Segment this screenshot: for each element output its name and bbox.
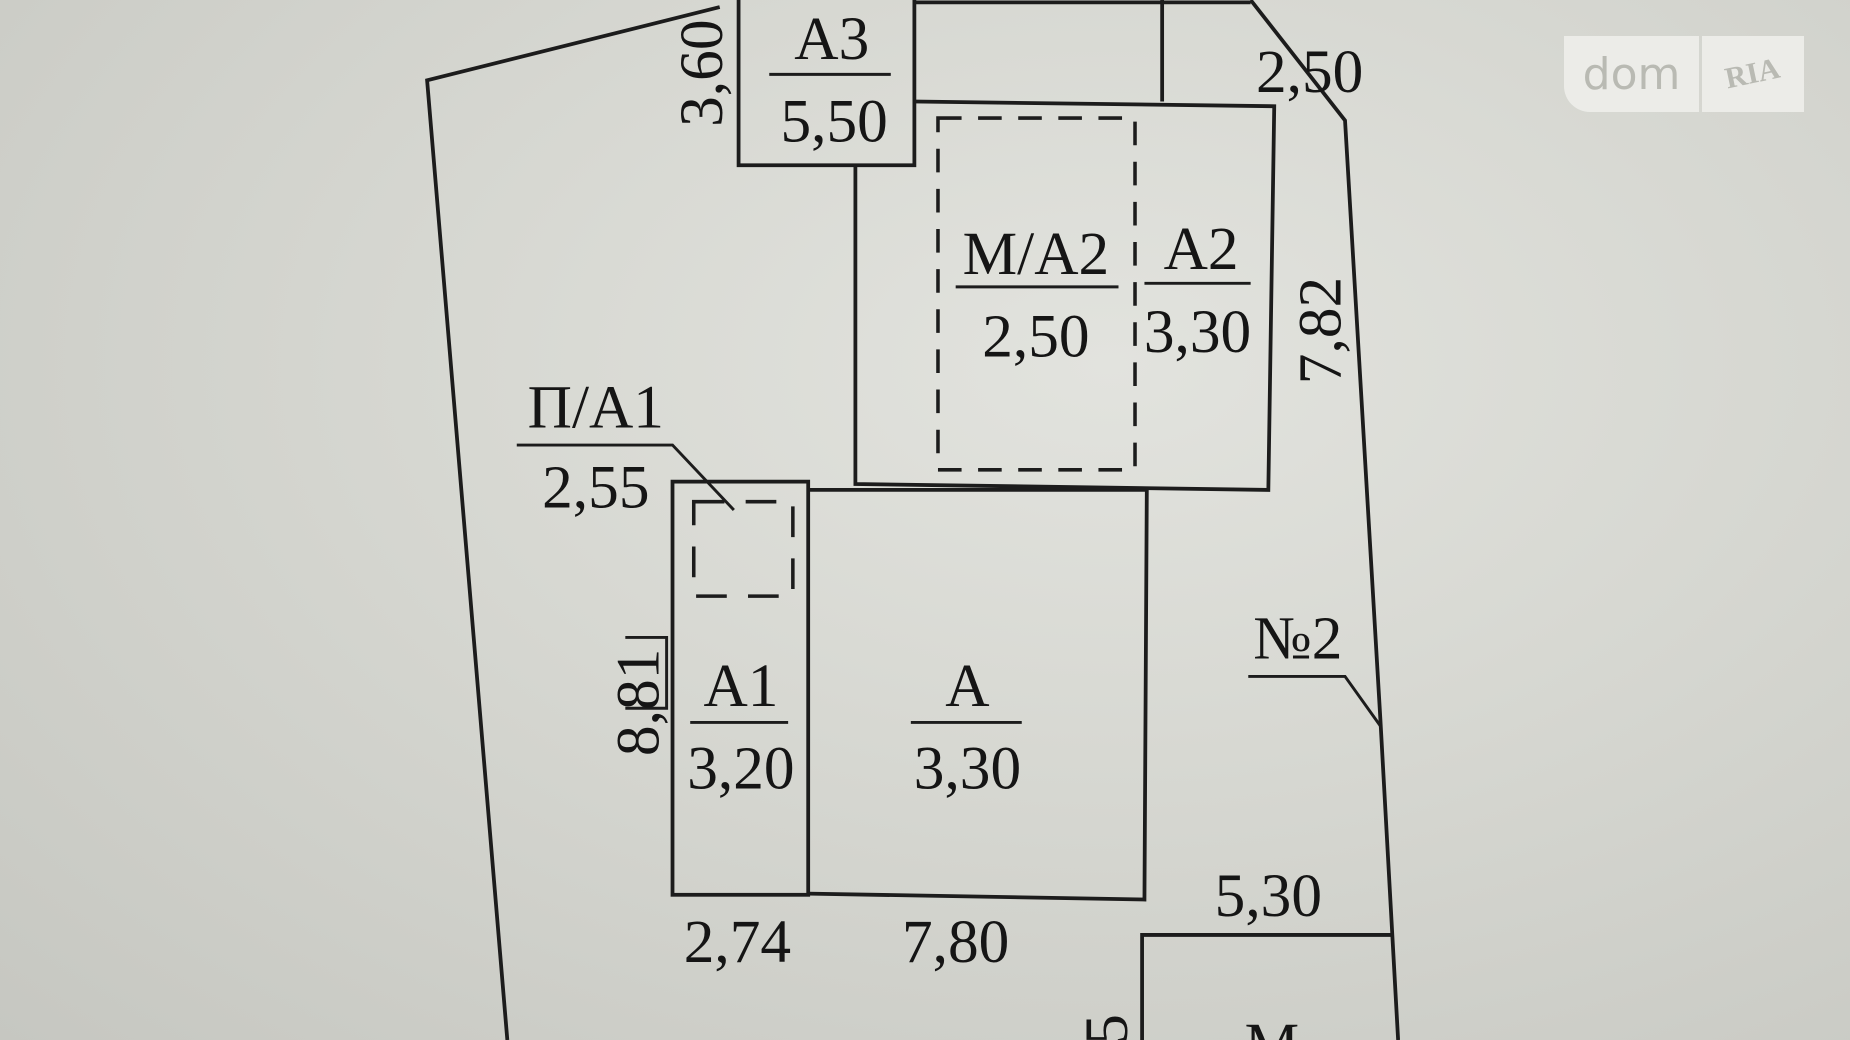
watermark-ria-text: RIA [1722, 51, 1784, 96]
watermark-logo: dom RIA [1564, 36, 1804, 112]
room-m-outline [1140, 933, 1393, 1040]
dim-a1-width: 2,74 [684, 908, 791, 976]
basement-dashed-outline [691, 499, 795, 598]
room-a3-label: А3 [794, 5, 869, 73]
room-a1-outline [670, 479, 811, 897]
room-a3-value: 5,50 [780, 88, 887, 156]
room-a2-value: 3,30 [1144, 298, 1251, 366]
room-m-label: М [1245, 1011, 1300, 1040]
attic-dashed-outline [936, 116, 1137, 472]
room-ma2-value: 2,50 [982, 302, 1089, 370]
room-a-value: 3,30 [914, 735, 1021, 803]
dim-a3-height: 3,60 [668, 19, 736, 126]
room-a2-label: А2 [1164, 215, 1239, 283]
room-pa1-value: 2,55 [542, 454, 649, 522]
room-a3-outline [736, 0, 917, 168]
dim-a1-length: 8,81 [604, 649, 672, 756]
dim-right-side: 7,82 [1286, 277, 1354, 384]
room-ma2-label: М/А2 [963, 220, 1110, 288]
watermark-dom: dom [1564, 36, 1699, 112]
plot-number: №2 [1253, 605, 1342, 673]
lot-boundary-left [425, 5, 721, 1040]
dim-top-right: 2,50 [1256, 38, 1363, 106]
number-leader-line [1248, 674, 1382, 727]
a1-dimension-bracket [625, 635, 669, 710]
room-a1-value: 3,20 [687, 735, 794, 803]
lot-boundary-right [1249, 0, 1401, 1040]
room-a2-outline [853, 99, 1277, 492]
watermark-ria: RIA [1702, 36, 1804, 112]
pa1-leader-line [516, 443, 735, 511]
room-a1-label: А1 [703, 652, 778, 720]
room-a-label: А [945, 652, 989, 720]
dim-a-width: 7,80 [902, 908, 1009, 976]
dim-partial: 5 [1073, 1014, 1141, 1040]
room-a-outline [808, 488, 1149, 902]
room-pa1-label: П/А1 [528, 373, 664, 441]
dim-m-width: 5,30 [1215, 862, 1322, 930]
